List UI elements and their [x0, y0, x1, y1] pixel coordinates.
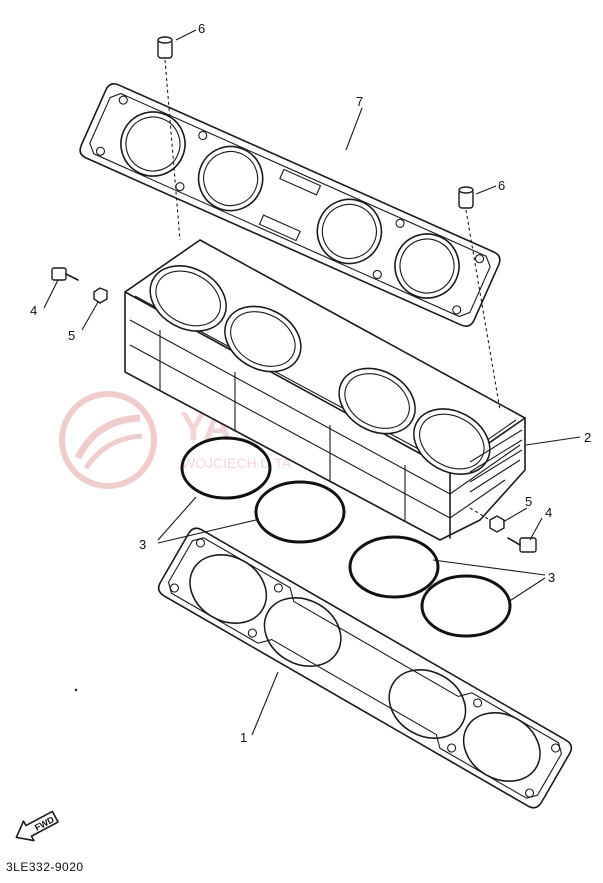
part-5-nut-left [93, 287, 108, 304]
callout-1: 1 [240, 730, 247, 745]
watermark-text-small: WOJCIECH D TA [182, 455, 292, 471]
callout-4-left: 4 [30, 303, 37, 318]
callout-3-left: 3 [139, 537, 146, 552]
part-1-base-gasket [157, 527, 573, 809]
part-6-dowel-pin-right [458, 186, 501, 411]
leader-lines [43, 29, 581, 736]
callout-4-right: 4 [545, 505, 552, 520]
callout-6-right: 6 [498, 178, 505, 193]
part-4-bolt-left [51, 267, 79, 281]
part-3-o-rings [180, 436, 512, 638]
callout-3-right: 3 [548, 570, 555, 585]
callout-7: 7 [356, 94, 363, 109]
callout-5-left: 5 [68, 328, 75, 343]
part-2-cylinder-block [124, 239, 526, 541]
diagram-code: 3LE332-9020 [6, 860, 84, 874]
part-5-nut-right [469, 507, 505, 533]
callout-labels: 1 2 3 3 4 4 5 5 6 6 7 [30, 21, 591, 745]
callout-5-right: 5 [525, 494, 532, 509]
part-7-head-gasket [79, 83, 501, 327]
watermark-logo-icon [59, 391, 157, 489]
speck [74, 688, 78, 692]
part-4-bolt-right [507, 537, 537, 553]
callout-6-left: 6 [198, 21, 205, 36]
part-6-dowel-pin-left [157, 36, 181, 241]
fwd-arrow-icon: FWD [15, 810, 59, 842]
callout-2: 2 [584, 430, 591, 445]
